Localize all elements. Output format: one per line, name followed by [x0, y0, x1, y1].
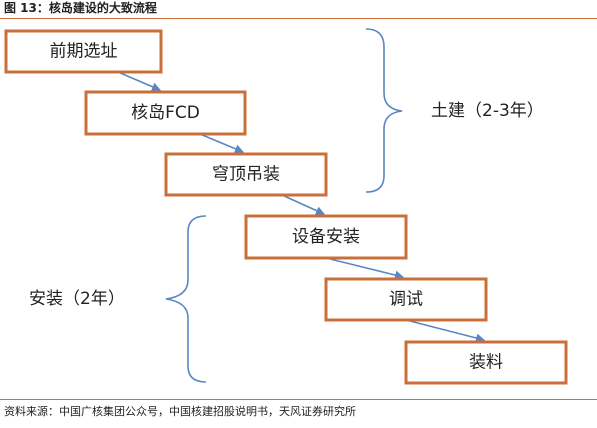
step-box-commissioning: 调试 [324, 277, 488, 322]
flow-arrow-2 [199, 133, 244, 154]
step-label: 装料 [469, 353, 503, 373]
flow-diagram: 前期选址 核岛FCD 穹顶吊装 设备安装 调试 装料 土建（2-3年） 安装（2… [4, 28, 568, 385]
step-box-fuel-loading: 装料 [404, 340, 568, 385]
civil-works-brace [365, 28, 403, 193]
flow-arrow-4 [325, 257, 404, 280]
figure-title: 图 13：核岛建设的大致流程 [4, 1, 157, 15]
step-label: 穹顶吊装 [212, 165, 280, 185]
step-label: 前期选址 [50, 42, 118, 62]
civil-works-label: 土建（2-3年） [431, 101, 544, 121]
step-label: 调试 [389, 290, 423, 310]
flow-arrow-3 [281, 194, 325, 215]
step-label: 设备安装 [292, 227, 360, 247]
installation-brace [165, 215, 207, 383]
step-box-dome-hoisting: 穹顶吊装 [164, 152, 328, 197]
footer-rule [0, 399, 597, 400]
step-label: 核岛FCD [131, 103, 200, 123]
source-note: 资料来源：中国广核集团公众号，中国核建招股说明书，天风证券研究所 [4, 405, 356, 418]
step-box-site-selection: 前期选址 [4, 29, 163, 74]
step-box-equipment-installation: 设备安装 [244, 214, 408, 260]
title-rule [0, 18, 597, 19]
installation-label: 安装（2年） [29, 289, 125, 309]
flow-arrow-1 [117, 71, 161, 91]
flow-arrow-5 [405, 319, 485, 343]
step-box-nuclear-island-fcd: 核岛FCD [84, 90, 247, 136]
